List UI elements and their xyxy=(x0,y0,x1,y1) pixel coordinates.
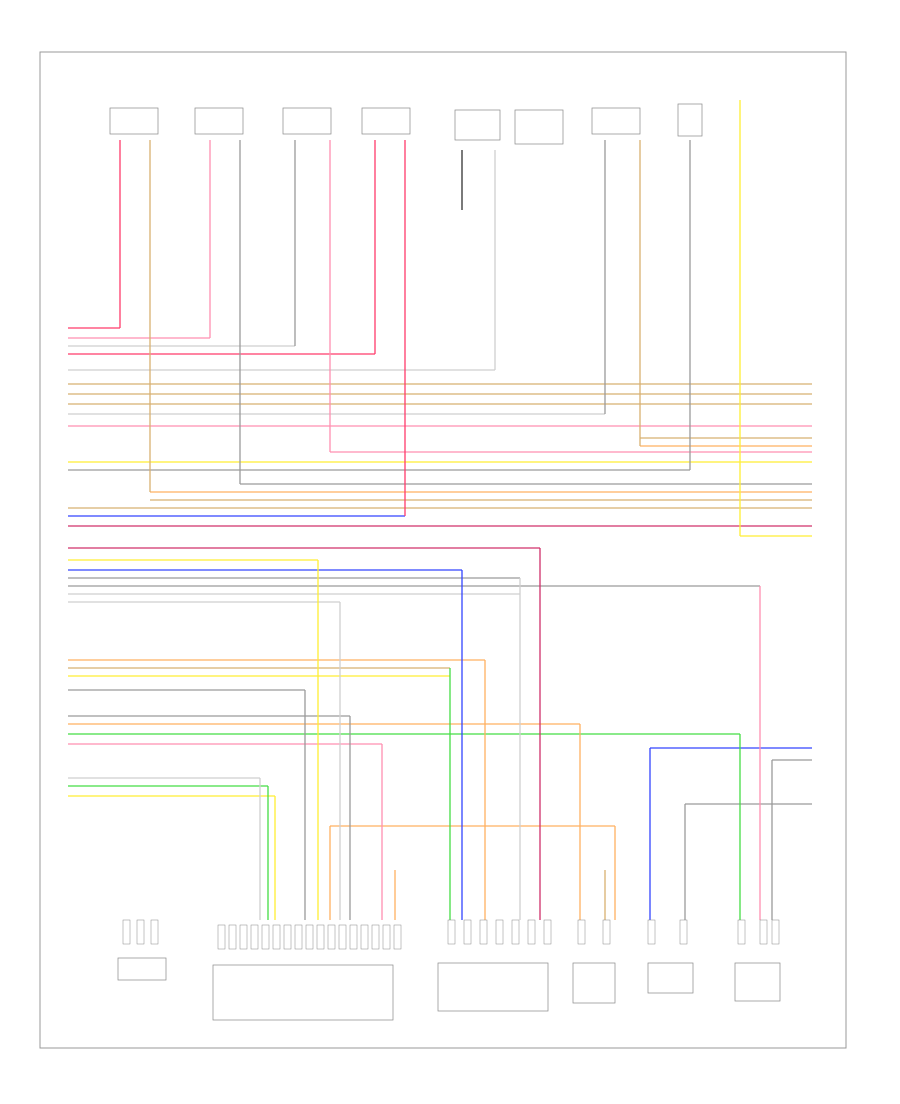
relay-switch-icon xyxy=(514,109,564,145)
connector-pin xyxy=(771,919,780,945)
connector-pin xyxy=(382,924,391,950)
connector-pin xyxy=(393,924,402,950)
connector-pin xyxy=(272,924,281,950)
connector-pin xyxy=(122,919,131,945)
connector-pin xyxy=(250,924,259,950)
connector-pin xyxy=(602,919,611,945)
connector-pin xyxy=(217,924,226,950)
connector-pin xyxy=(679,919,688,945)
sensor-connector-icon xyxy=(591,107,641,135)
sensor-connector-icon xyxy=(361,107,411,135)
connector-pin xyxy=(338,924,347,950)
connector-pin xyxy=(479,919,488,945)
horizontal-wires xyxy=(68,327,812,827)
pump-module-icon xyxy=(734,962,781,1002)
oxygen-sensor-icon xyxy=(572,962,616,1004)
connector-pin xyxy=(527,919,536,945)
connector-pin xyxy=(447,919,456,945)
sensor-connector-icon xyxy=(194,107,244,135)
connector-pin xyxy=(759,919,768,945)
connector-pin xyxy=(316,924,325,950)
relay-switch-icon xyxy=(454,109,501,141)
oxygen-sensor-icon xyxy=(437,962,549,1012)
vertical-wires xyxy=(119,100,773,920)
connector-pin xyxy=(577,919,586,945)
components xyxy=(109,103,781,1021)
connector-pin xyxy=(261,924,270,950)
connector-pin xyxy=(228,924,237,950)
fuse-icon xyxy=(677,103,703,137)
connector-pin xyxy=(647,919,656,945)
diagram-frame xyxy=(39,51,847,1049)
pressure-sensor-icon xyxy=(117,957,167,981)
connector-pin xyxy=(294,924,303,950)
connector-pin xyxy=(543,919,552,945)
connector-pin xyxy=(327,924,336,950)
connector-pin xyxy=(349,924,358,950)
connector-pin xyxy=(150,919,159,945)
connector-pin xyxy=(305,924,314,950)
connector-pin xyxy=(136,919,145,945)
connector-pin xyxy=(371,924,380,950)
control-module-icon xyxy=(212,964,394,1021)
connector-pin xyxy=(239,924,248,950)
sensor-connector-icon xyxy=(109,107,159,135)
connector-pin xyxy=(360,924,369,950)
sensor-connector-icon xyxy=(282,107,332,135)
connector-pin xyxy=(463,919,472,945)
connector-pin xyxy=(283,924,292,950)
connector-pin xyxy=(511,919,520,945)
connector-pin xyxy=(737,919,746,945)
connector-pin xyxy=(495,919,504,945)
temperature-sensor-icon xyxy=(647,962,694,994)
